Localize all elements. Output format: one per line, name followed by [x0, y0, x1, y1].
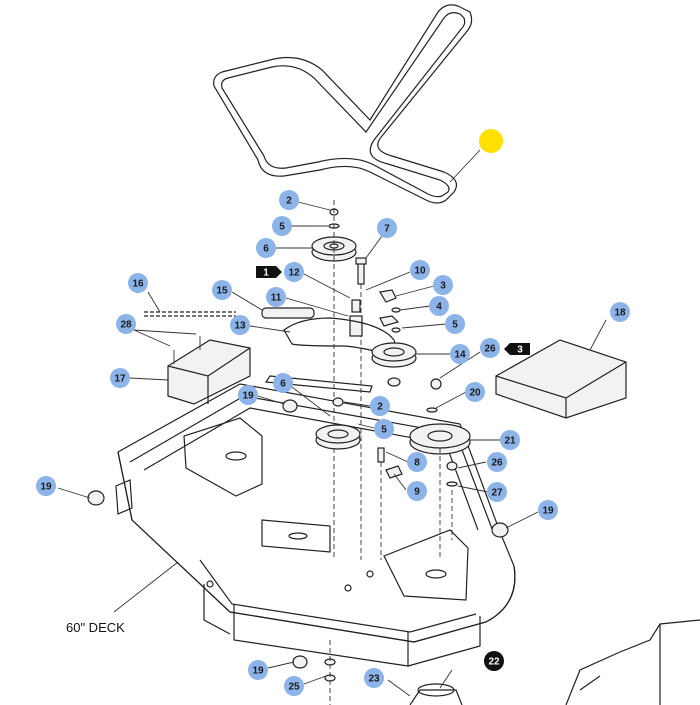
callout[interactable]: 5	[272, 216, 292, 236]
callout-label: 6	[263, 244, 269, 255]
callout-label: 4	[436, 302, 442, 313]
callout[interactable]: 19	[238, 385, 258, 405]
callout-label: 10	[414, 266, 426, 277]
callout-dark[interactable]: 22	[484, 651, 504, 671]
callout[interactable]: 8	[407, 452, 427, 472]
callout-label: 12	[288, 268, 300, 279]
callout-label: 9	[414, 487, 420, 498]
bolt	[355, 257, 367, 560]
callout[interactable]: 3	[433, 275, 453, 295]
callout-label: 19	[40, 482, 52, 493]
callout[interactable]: 5	[374, 419, 394, 439]
callout-label: 5	[279, 222, 285, 233]
flag-callout[interactable]: 1	[256, 266, 282, 279]
callout[interactable]: 13	[230, 315, 250, 335]
callout-label: 20	[469, 388, 481, 399]
callout[interactable]: 10	[410, 260, 430, 280]
belt-cover-right	[495, 339, 627, 419]
leader-lines	[57, 201, 607, 697]
callout-label: 27	[491, 488, 503, 499]
callout-label: 19	[542, 506, 554, 517]
callout-label: 14	[454, 350, 466, 361]
callout-label: 5	[452, 320, 458, 331]
callout-label: 28	[120, 320, 132, 331]
callout[interactable]: 15	[212, 280, 232, 300]
spring-and-rod	[144, 307, 315, 319]
flag-callout[interactable]: 3	[504, 343, 530, 356]
deck-label: 60" DECK	[66, 620, 125, 635]
deck-knobs	[87, 490, 509, 705]
callout[interactable]: 26	[480, 338, 500, 358]
callout-label: 8	[414, 458, 420, 469]
highlight-marker	[479, 129, 503, 153]
callout-label: 15	[216, 286, 228, 297]
lower-spindle-partial	[409, 619, 700, 705]
callout-label: 19	[252, 666, 264, 677]
lower-pulley-right	[409, 407, 471, 560]
upper-pulley-assembly	[311, 200, 357, 560]
callout[interactable]: 6	[256, 238, 276, 258]
callout[interactable]: 20	[465, 382, 485, 402]
flag-label: 3	[517, 345, 523, 356]
callout-label: 11	[271, 293, 282, 304]
callout[interactable]: 14	[450, 344, 470, 364]
callout-label: 18	[614, 308, 626, 319]
callout-label: 26	[491, 458, 503, 469]
callout[interactable]: 11	[266, 287, 286, 307]
callout[interactable]: 26	[487, 452, 507, 472]
callout-label: 16	[132, 279, 144, 290]
callout-label: 17	[114, 374, 126, 385]
drive-belt	[213, 4, 473, 204]
lower-pulley-left	[315, 397, 361, 450]
callout[interactable]: 5	[445, 314, 465, 334]
callout[interactable]: 12	[284, 262, 304, 282]
callout[interactable]: 19	[538, 500, 558, 520]
callout[interactable]: 9	[407, 481, 427, 501]
callout[interactable]: 2	[279, 190, 299, 210]
callout[interactable]: 23	[364, 668, 384, 688]
callout-label: 19	[242, 391, 254, 402]
callout[interactable]: 16	[128, 273, 148, 293]
callout-label: 23	[368, 674, 380, 685]
callout-label: 13	[234, 321, 246, 332]
callout[interactable]: 7	[377, 218, 397, 238]
callout[interactable]: 19	[36, 476, 56, 496]
callout[interactable]: 6	[273, 373, 293, 393]
callout[interactable]: 2	[370, 396, 390, 416]
callout-label: 21	[504, 436, 516, 447]
small-hardware	[282, 378, 458, 560]
callout[interactable]: 18	[610, 302, 630, 322]
idler-pulley	[371, 342, 417, 387]
callout[interactable]: 4	[429, 296, 449, 316]
callout-label: 26	[484, 344, 496, 355]
callout[interactable]: 25	[284, 676, 304, 696]
callout[interactable]: 27	[487, 482, 507, 502]
belt-guard-left	[167, 336, 251, 405]
callout-label: 2	[286, 196, 292, 207]
callout[interactable]: 28	[116, 314, 136, 334]
callout-label: 5	[381, 425, 387, 436]
callout-label: 6	[280, 379, 286, 390]
callout-label: 7	[384, 224, 390, 235]
callout-label: 3	[440, 281, 446, 292]
callout-label: 22	[488, 657, 500, 668]
callout-label: 25	[288, 682, 300, 693]
callout[interactable]: 21	[500, 430, 520, 450]
flag-label: 1	[263, 268, 269, 279]
callout[interactable]: 19	[248, 660, 268, 680]
callout[interactable]: 17	[110, 368, 130, 388]
callout-label: 2	[377, 402, 383, 413]
